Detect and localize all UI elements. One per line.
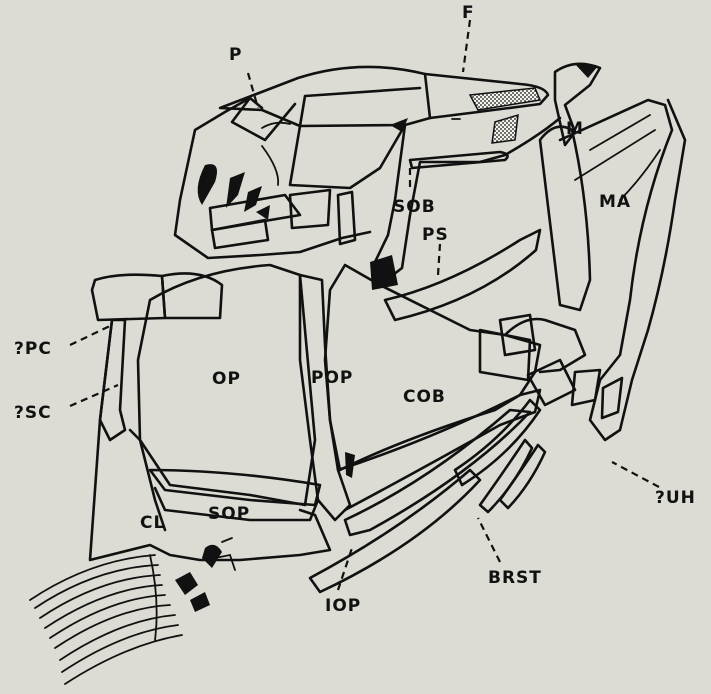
label-uh: ?UH: [655, 488, 696, 508]
cleithrum: [90, 320, 330, 560]
pectoral-blocks: [92, 273, 222, 440]
label-op: OP: [212, 369, 241, 389]
label-brst: BRST: [488, 568, 542, 588]
label-iop: IOP: [325, 596, 361, 616]
label-ps: PS: [422, 225, 449, 245]
anterior-black-bones: [198, 164, 355, 248]
label-cl: CL: [140, 513, 165, 533]
leader-lines: [70, 20, 659, 590]
label-pop: POP: [311, 368, 353, 388]
label-f: F: [462, 3, 475, 23]
label-pc: ?PC: [14, 339, 52, 359]
label-cob: COB: [403, 387, 446, 407]
interopercle-branchiostegals: [310, 400, 545, 592]
parasphenoid: [385, 230, 540, 320]
label-sob: SOB: [393, 197, 436, 217]
pectoral-fin-rays: [30, 538, 235, 684]
label-sc: ?SC: [14, 403, 52, 423]
label-m: M: [566, 119, 584, 139]
label-sop: SOP: [208, 504, 250, 524]
lower-jaw-region: [480, 315, 622, 418]
opercle: [138, 265, 320, 520]
frontal-stippled-areas: [390, 88, 540, 143]
label-p: P: [229, 45, 242, 65]
label-ma: MA: [599, 192, 631, 212]
